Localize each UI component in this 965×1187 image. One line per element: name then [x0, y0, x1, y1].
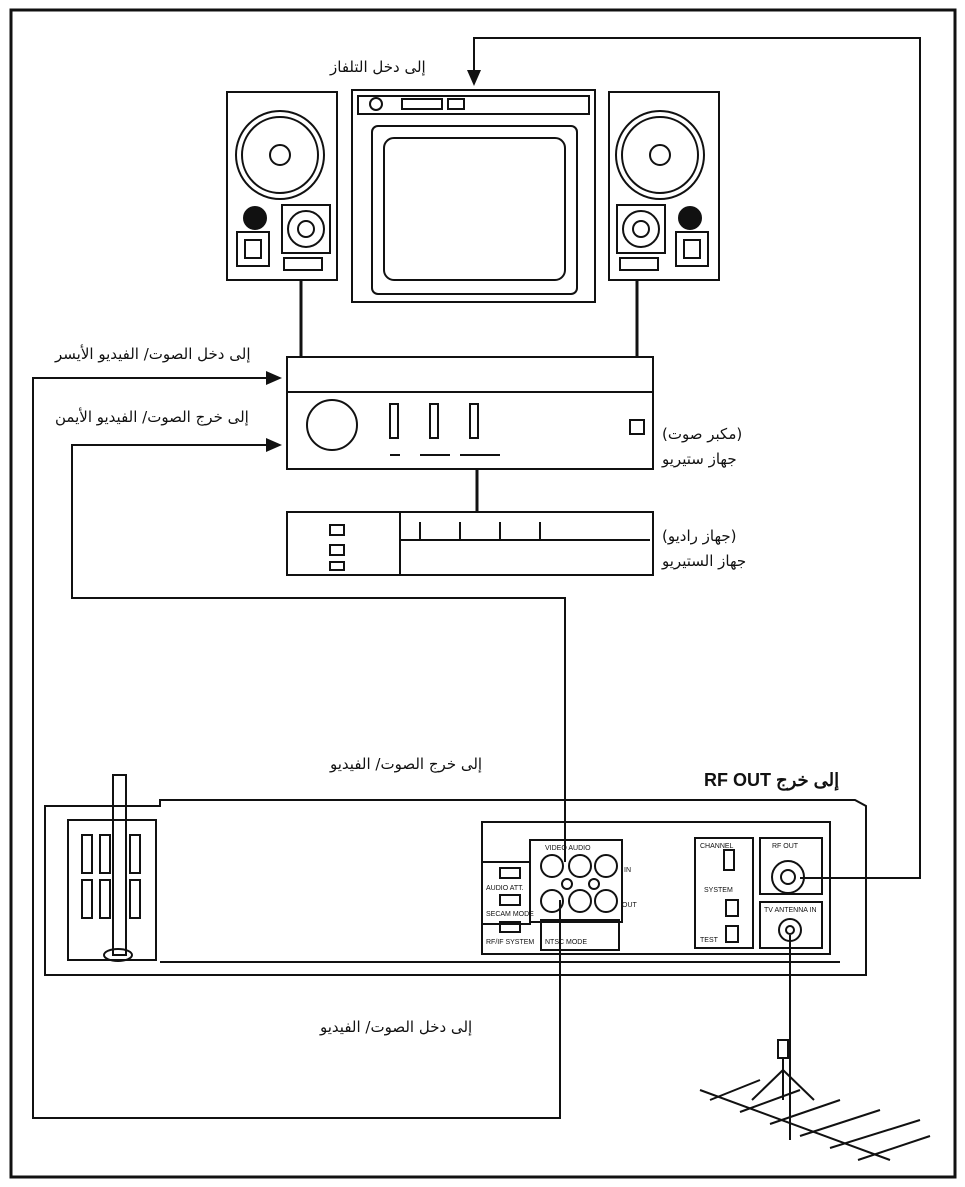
- label-amp-audio-out: إلى خرج الصوت/ الفيديو الأيمن: [55, 408, 249, 426]
- vcr-system-text: SYSTEM: [704, 887, 733, 894]
- vcr: [44, 774, 867, 976]
- signal-cables: [32, 37, 921, 1140]
- vcr-audio-att-text: AUDIO ATT.: [486, 885, 524, 892]
- vcr-in-text: IN: [624, 867, 631, 874]
- right-speaker: [608, 91, 720, 281]
- vcr-ntsc-mode-text: NTSC MODE: [545, 939, 587, 946]
- tuner: [286, 511, 654, 576]
- antenna: [699, 1039, 931, 1161]
- vcr-channel-text: CHANNEL: [700, 843, 734, 850]
- vcr-panel-text: VIDEO AUDIO IN OUT RF OUT CHANNEL TV ANT…: [486, 843, 817, 946]
- vcr-jacks: [499, 849, 805, 943]
- speaker-wires: [299, 280, 639, 357]
- vcr-antenna-in-text: TV ANTENNA IN: [764, 907, 817, 914]
- left-speaker: [226, 91, 338, 281]
- label-rf-out: RF OUT إلى خرج: [704, 770, 840, 790]
- label-vcr-audio-out: إلى خرج الصوت/ الفيديو: [330, 755, 483, 773]
- label-vcr-audio-in: إلى دخل الصوت/ الفيديو: [320, 1018, 473, 1036]
- label-tuner: (جهاز راديو): [662, 527, 737, 545]
- page-frame: [9, 8, 957, 1179]
- vcr-test-text: TEST: [700, 937, 719, 944]
- amplifier: [286, 356, 654, 470]
- vcr-video-audio-text: VIDEO AUDIO: [545, 845, 591, 852]
- label-tuner-sub: جهاز الستيريو: [662, 552, 747, 570]
- vcr-rf-if-system-text: RF/IF SYSTEM: [486, 939, 534, 946]
- television: [351, 89, 596, 303]
- vcr-rf-out-text: RF OUT: [772, 843, 799, 850]
- label-amplifier-sub: جهاز ستيريو: [662, 450, 737, 468]
- label-amplifier: (مكبر صوت): [662, 425, 743, 443]
- label-amp-audio-in: إلى دخل الصوت/ الفيديو الأيسر: [55, 345, 251, 363]
- vcr-out-text: OUT: [622, 902, 638, 909]
- label-tv-input: إلى دخل التلفاز: [330, 58, 426, 76]
- vcr-secam-mode-text: SECAM MODE: [486, 911, 534, 918]
